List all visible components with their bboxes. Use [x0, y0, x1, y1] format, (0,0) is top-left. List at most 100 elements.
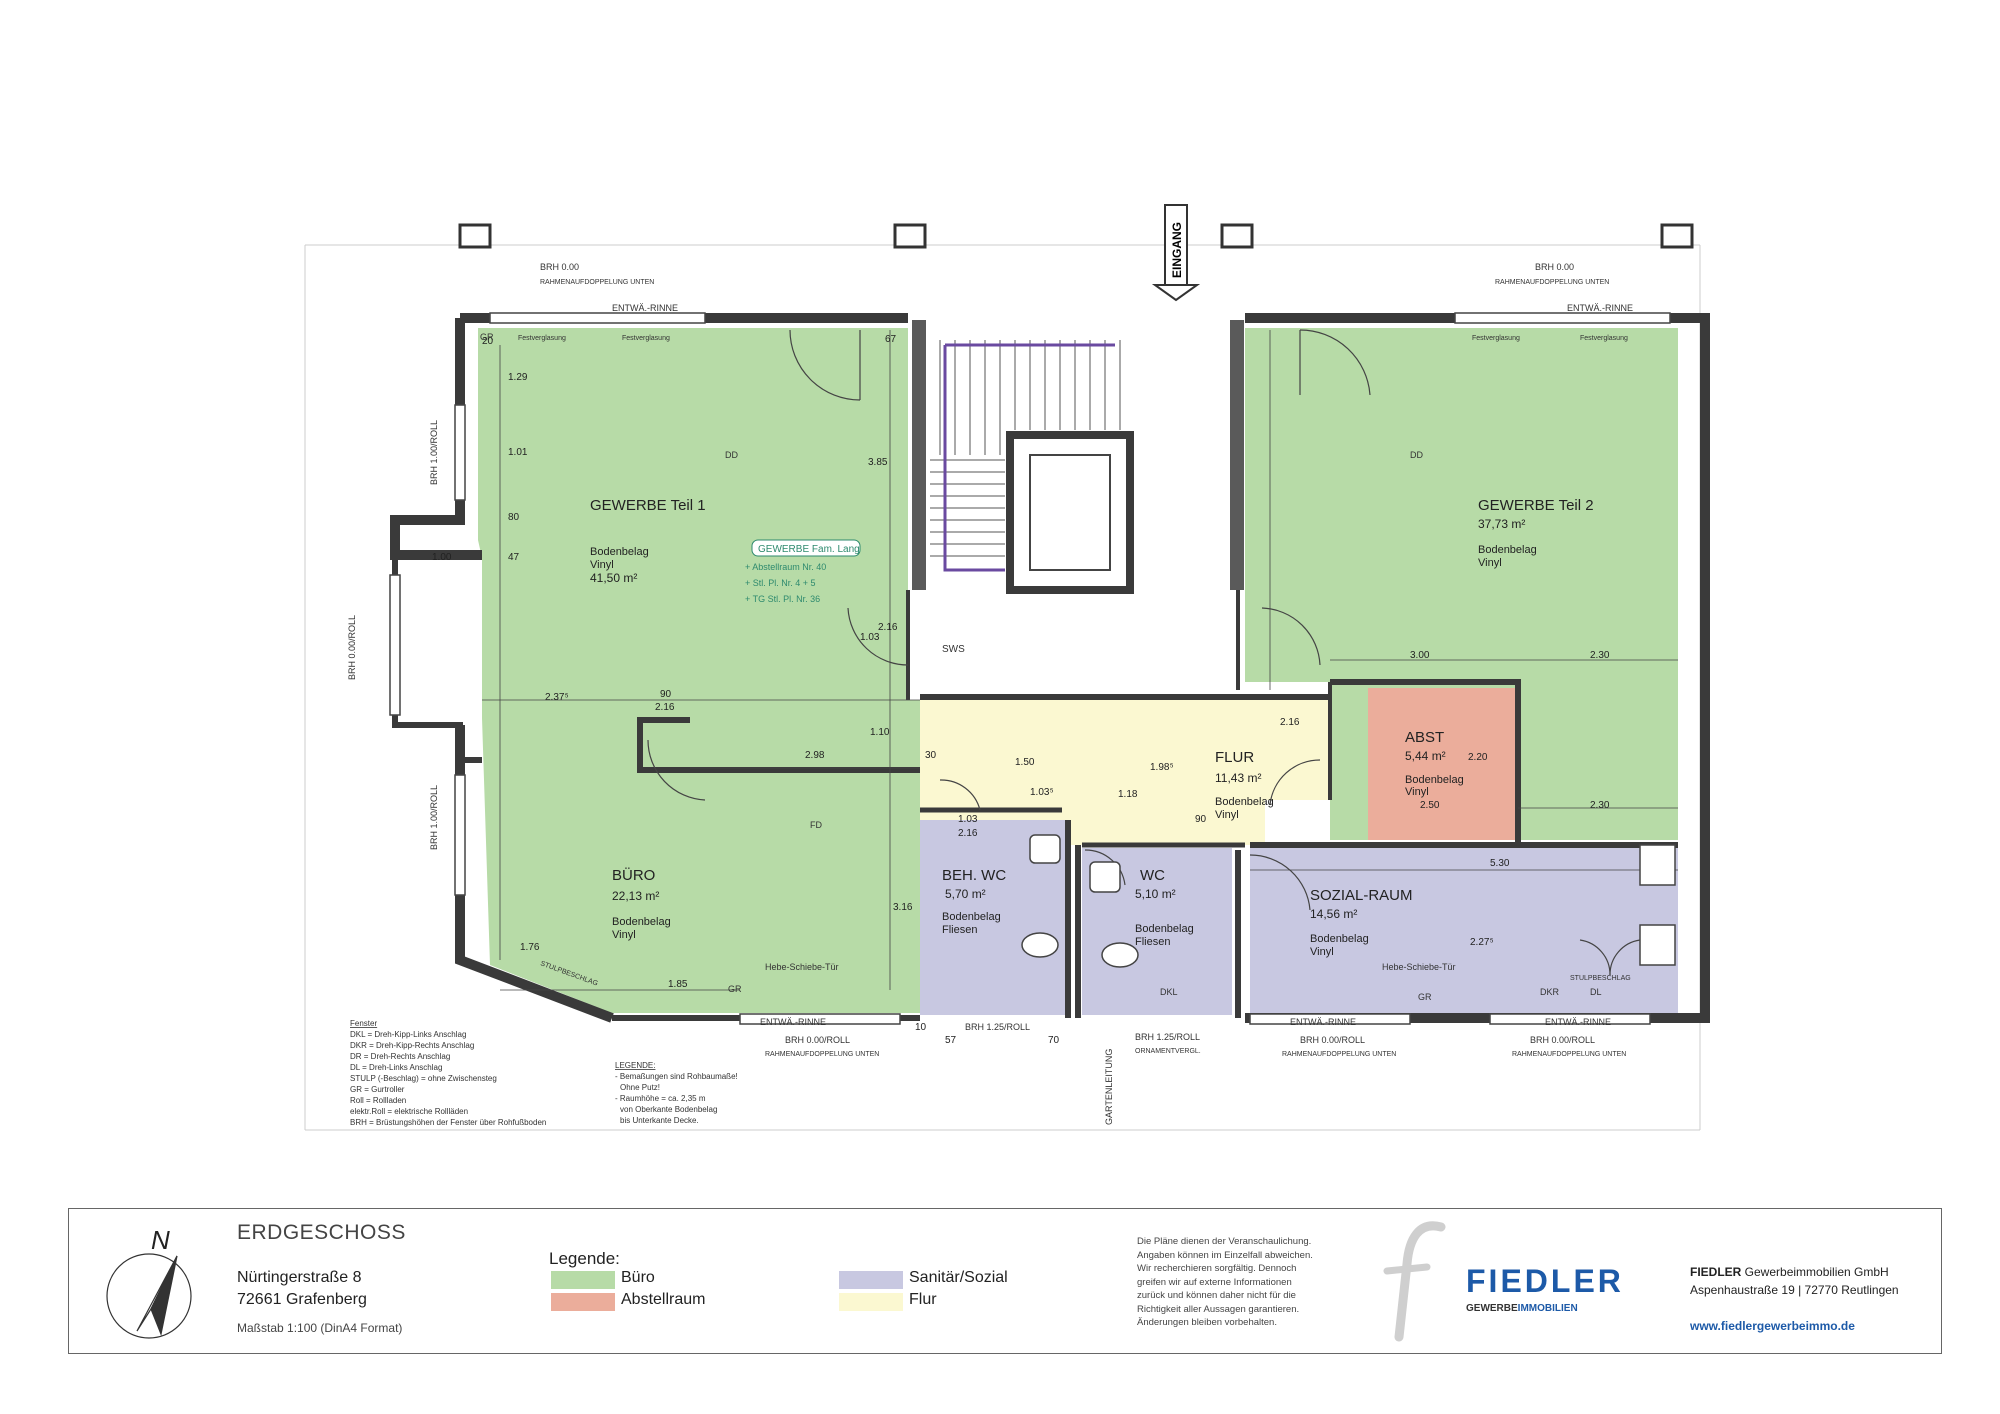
room-area: 11,43 m² — [1215, 771, 1261, 785]
logo-tagline-1: GEWERBE — [1466, 1303, 1518, 1314]
doors — [647, 329, 1641, 976]
dim: 1.85 — [668, 979, 688, 990]
dim: 2.30 — [1590, 800, 1610, 811]
room-name: FLUR — [1215, 749, 1254, 766]
company-website[interactable]: www.fiedlergewerbeimmo.de — [1690, 1319, 1855, 1333]
dim: 90 — [1195, 814, 1207, 825]
gewerbe-note-line: + Abstellraum Nr. 40 — [745, 562, 826, 572]
legende-line: LEGENDE: — [615, 1061, 655, 1070]
dim: 1.18 — [1118, 789, 1138, 800]
brh-label: BRH 0.00 — [1535, 262, 1574, 272]
legend-label: Abstellraum — [621, 1291, 706, 1308]
brh-roll-label: BRH 0.00/ROLL — [1530, 1035, 1595, 1045]
rinne-label: ENTWÄ.-RINNE — [1567, 303, 1633, 313]
room-name: BEH. WC — [942, 867, 1006, 884]
legend-swatch-flur — [839, 1293, 903, 1311]
company-name: FIEDLER Gewerbeimmobilien GmbH — [1690, 1265, 1889, 1279]
legend-swatch-buero — [551, 1271, 615, 1289]
room-floor-label: Bodenbelag — [1405, 774, 1464, 786]
rinne-label: ENTWÄ.-RINNE — [760, 1017, 826, 1027]
disclaimer-line: Angaben können im Einzelfall abweichen. — [1137, 1249, 1313, 1261]
bemassung-legend: LEGENDE: - Bemaßungen sind Rohbaumaße! O… — [615, 1061, 738, 1125]
dim: 30 — [925, 750, 937, 761]
fenster-line: BRH = Brüstungshöhen der Fenster über Ro… — [350, 1118, 546, 1127]
room-area: 22,13 m² — [612, 889, 659, 903]
legend-label: Büro — [621, 1269, 655, 1286]
room-name: BÜRO — [612, 866, 655, 884]
brh-125-label: BRH 1.25/ROLL — [1135, 1032, 1200, 1042]
disclaimer-line: greifen wir auf externe Informationen — [1137, 1276, 1292, 1288]
fenster-line: DR = Dreh-Rechts Anschlag — [350, 1052, 450, 1061]
fixtures — [1021, 834, 1676, 968]
legende-line: - Bemaßungen sind Rohbaumaße! — [615, 1072, 738, 1081]
room-sozial-fill — [1250, 845, 1678, 1015]
dim: 2.27⁵ — [1470, 937, 1494, 948]
brh-roll-label: BRH 0.00/ROLL — [347, 615, 357, 680]
disclaimer: Die Pläne dienen der Veranschaulichung. … — [1137, 1235, 1313, 1330]
room-floor-label: Bodenbelag — [1310, 933, 1369, 945]
scale-text: Maßstab 1:100 (DinA4 Format) — [237, 1321, 403, 1335]
address-line-2: 72661 Grafenberg — [237, 1291, 367, 1308]
room-floor: Fliesen — [942, 924, 977, 936]
room-floor-label: Bodenbelag — [942, 911, 1001, 923]
room-name: WC — [1140, 867, 1165, 884]
dim: 1.98⁵ — [1150, 762, 1174, 773]
legende-line: von Oberkante Bodenbelag — [620, 1105, 717, 1114]
dim: 2.50 — [1420, 800, 1440, 811]
dim: 2.30 — [1590, 650, 1610, 661]
dim: 2.37⁵ — [545, 692, 569, 703]
dim: 2.16 — [878, 622, 898, 633]
gr-label: GR — [1418, 992, 1432, 1002]
fd-label: FD — [810, 820, 822, 830]
room-floor-label: Bodenbelag — [612, 916, 671, 928]
dkr-label: DKR — [1540, 987, 1560, 997]
fenster-line: DKR = Dreh-Kipp-Rechts Anschlag — [350, 1041, 474, 1050]
room-area: 5,70 m² — [945, 887, 986, 901]
compass-north-label: N — [151, 1225, 170, 1255]
dim: 10 — [915, 1022, 927, 1033]
disclaimer-line: Wir recherchieren sorgfältig. Dennoch — [1137, 1263, 1297, 1274]
dim: 1.10 — [870, 727, 890, 738]
brh-100-label: BRH 1.00/ROLL — [429, 420, 439, 485]
rahmen-label: RAHMENAUFDOPPELUNG UNTEN — [1282, 1051, 1396, 1058]
legende-line: bis Unterkante Decke. — [620, 1116, 699, 1125]
room-floor-label: Bodenbelag — [1215, 796, 1274, 808]
stairs — [930, 340, 1121, 572]
room-area: 5,44 m² — [1405, 749, 1446, 763]
dim: 47 — [508, 552, 520, 563]
room-area: 41,50 m² — [590, 571, 637, 585]
title-block: N ERDGESCHOSS Nürtingerstraße 8 72661 Gr… — [68, 1208, 1942, 1354]
room-floor-label: Bodenbelag — [1135, 923, 1194, 935]
stulp-label: STULPBESCHLAG — [1570, 975, 1631, 982]
festverglasung-label: Festverglasung — [622, 335, 670, 342]
disclaimer-line: Änderungen bleiben vorbehalten. — [1137, 1317, 1277, 1328]
disclaimer-line: zurück und können daher nicht für die — [1137, 1290, 1296, 1301]
gewerbe-note-title: GEWERBE Fam. Lang — [758, 544, 860, 555]
dimension-labels: 1.00 2.37⁵ 90 2.16 2.98 1.10 3.16 3.85 2… — [432, 334, 1610, 1046]
dim: 1.29 — [508, 372, 528, 383]
room-labels: GEWERBE Teil 1 Bodenbelag Vinyl 41,50 m²… — [590, 497, 1594, 958]
room-gewerbe-2-fill — [1245, 328, 1678, 840]
legend-label: Flur — [909, 1291, 937, 1308]
room-name: GEWERBE Teil 1 — [590, 497, 706, 514]
fenster-line: elektr.Roll = elektrische Rollläden — [350, 1107, 468, 1116]
dim: 67 — [885, 334, 897, 345]
room-floor: Vinyl — [1215, 809, 1239, 821]
room-name: ABST — [1405, 729, 1444, 746]
dkl-label: DKL — [1160, 987, 1178, 997]
ornament-label: ORNAMENTVERGL. — [1135, 1048, 1201, 1055]
legend-label: Sanitär/Sozial — [909, 1269, 1008, 1286]
room-floor-label: Bodenbelag — [590, 546, 649, 558]
hebe-label: Hebe-Schiebe-Tür — [765, 962, 839, 972]
dim: 1.03⁵ — [1030, 787, 1054, 798]
room-area: 5,10 m² — [1135, 887, 1176, 901]
fenster-line: DKL = Dreh-Kipp-Links Anschlag — [350, 1030, 466, 1039]
legend-swatch-sanitaer — [839, 1271, 903, 1289]
fenster-line: Fenster — [350, 1019, 377, 1028]
legende-line: - Raumhöhe = ca. 2,35 m — [615, 1094, 706, 1103]
hebe-label: Hebe-Schiebe-Tür — [1382, 962, 1456, 972]
room-floor: Vinyl — [1478, 557, 1502, 569]
gewerbe-note-line: + Stl. Pl. Nr. 4 + 5 — [745, 578, 816, 588]
gr-label: GR — [728, 984, 742, 994]
fenster-line: Roll = Rollladen — [350, 1096, 406, 1105]
